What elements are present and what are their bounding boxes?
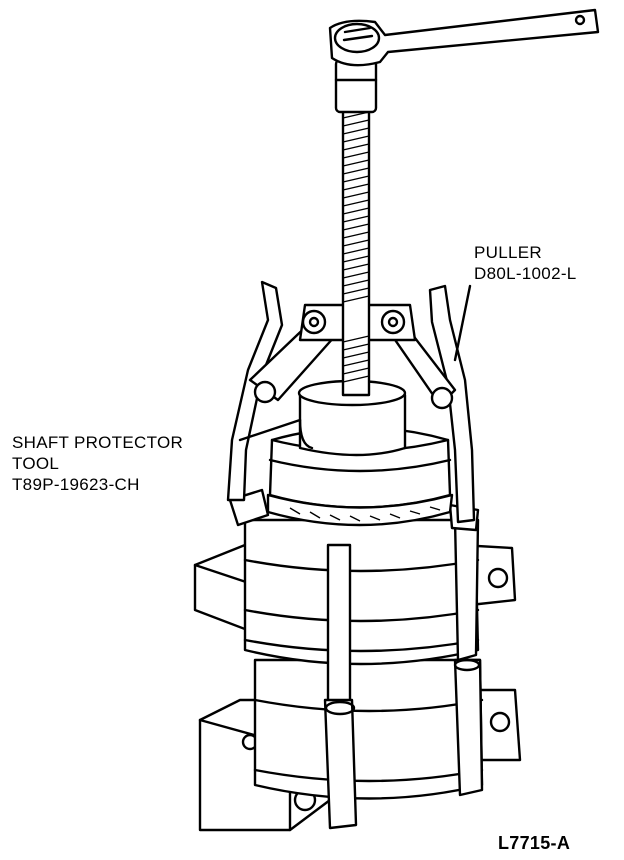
shaft-label-line3: T89P-19623-CH xyxy=(12,475,140,494)
puller-legs xyxy=(228,488,484,830)
leader-lines xyxy=(238,284,472,442)
pulley-stack xyxy=(266,379,454,527)
lower-fixture xyxy=(198,658,522,832)
shaft-label-line2: TOOL xyxy=(12,454,60,473)
forcing-screw xyxy=(334,58,378,397)
shaft-label-line1: SHAFT PROTECTOR xyxy=(12,433,184,452)
puller-label-line1: PULLER xyxy=(474,243,542,262)
ratchet-handle xyxy=(328,8,600,67)
puller-callout: PULLER D80L-1002-L xyxy=(474,242,577,284)
puller-label-line2: D80L-1002-L xyxy=(474,264,577,283)
figure-id: L7715-A xyxy=(498,833,571,853)
shaft-protector-callout: SHAFT PROTECTOR TOOL T89P-19623-CH xyxy=(12,432,183,495)
